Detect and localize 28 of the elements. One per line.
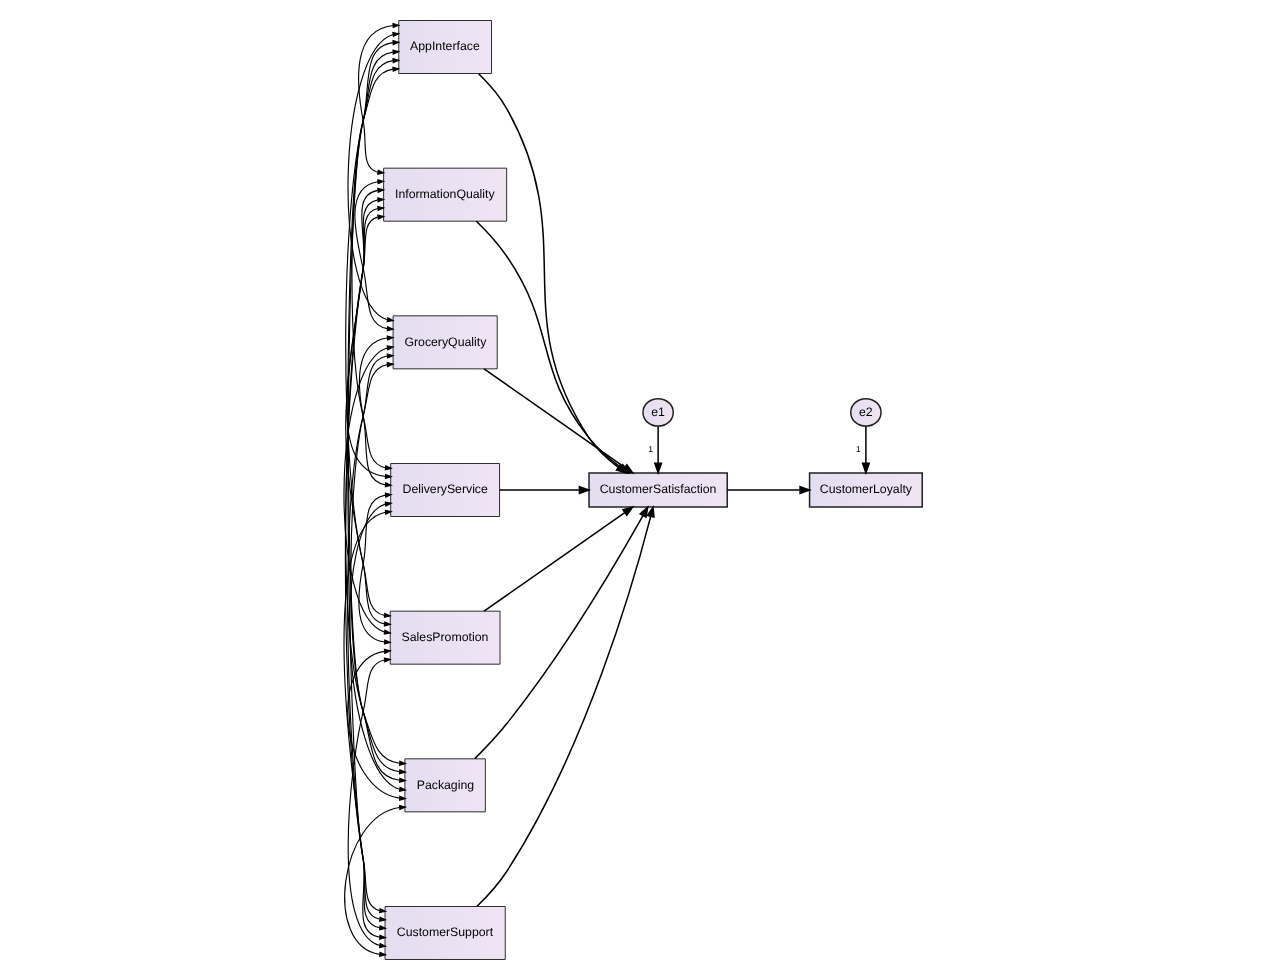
arrow [343,804,407,958]
arrow [350,39,400,471]
arrow [344,49,400,619]
arrow [860,425,870,476]
arrow [725,485,811,495]
arrow [346,361,394,931]
arrow [357,22,400,175]
arrow [342,345,394,635]
arrow [348,501,407,792]
arrow [346,648,407,801]
arrow [346,66,400,914]
arrow [346,657,391,949]
arrow [357,492,392,645]
arrow [482,505,634,612]
arrow [342,509,392,941]
arrow [344,205,407,775]
arrow [475,504,654,908]
arrow [344,197,391,627]
arrow [346,57,407,766]
arrow [357,335,394,488]
arrow [473,505,648,760]
arrow [343,214,387,922]
arrow [652,425,662,476]
arrow [349,353,407,783]
arrow [346,31,400,323]
arrow [497,485,591,495]
arrow [345,187,392,480]
arrow [353,179,394,332]
